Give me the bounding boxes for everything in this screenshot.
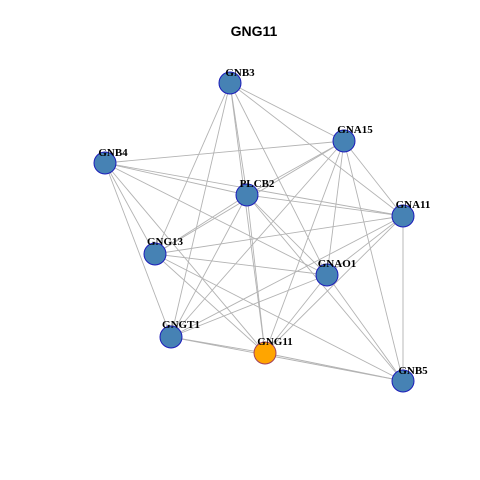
edge-gnb4-gna15	[104, 140, 345, 164]
node-label: GNB4	[98, 147, 128, 159]
edge-gna15-gnb5	[343, 140, 404, 382]
node-circle	[143, 242, 167, 266]
node-label: PLCB2	[240, 178, 275, 190]
node-circle	[391, 204, 415, 228]
edges-layer	[104, 82, 404, 382]
node-gna11: GNA11	[391, 199, 431, 228]
node-gng13: GNG13	[143, 236, 184, 266]
edge-gngt1-gnb5	[170, 336, 404, 382]
edge-gna15-gna11	[343, 140, 404, 217]
node-label: GNGT1	[162, 319, 200, 331]
edge-gnao1-gngt1	[170, 274, 328, 338]
edge-gnb3-gnao1	[229, 82, 328, 276]
edge-plcb2-gngt1	[170, 194, 248, 338]
node-label: GNB3	[225, 67, 255, 79]
node-gna15: GNA15	[332, 124, 373, 153]
edge-gna15-gng11	[264, 140, 345, 354]
node-circle	[159, 325, 183, 349]
node-circle	[93, 151, 117, 175]
edge-gng13-gnb5	[154, 253, 404, 382]
edge-gnb3-gna15	[229, 82, 345, 142]
edge-gna11-gng13	[154, 215, 404, 255]
edge-gnb3-gngt1	[170, 82, 231, 338]
node-gnao1: GNAO1	[315, 258, 357, 287]
edge-gna11-gngt1	[170, 215, 404, 338]
edge-gna15-gnao1	[326, 140, 345, 276]
edge-plcb2-gnao1	[246, 194, 328, 276]
node-circle	[332, 129, 356, 153]
nodes-layer: GNB3GNA15GNB4PLCB2GNA11GNG13GNAO1GNGT1GN…	[93, 67, 431, 393]
node-circle	[391, 369, 415, 393]
node-label: GNB5	[398, 365, 428, 377]
node-gng11: GNG11	[253, 336, 293, 365]
edge-gnao1-gng11	[264, 274, 328, 354]
edge-gnb4-gng13	[104, 162, 156, 255]
node-plcb2: PLCB2	[235, 178, 275, 207]
edge-plcb2-gnb5	[246, 194, 404, 382]
edge-gng13-gnao1	[154, 253, 328, 276]
node-gnb4: GNB4	[93, 147, 128, 175]
node-circle	[315, 263, 339, 287]
edge-plcb2-gna11	[246, 194, 404, 217]
edge-gna15-gngt1	[170, 140, 345, 338]
node-circle	[235, 183, 259, 207]
edge-gnb3-gng13	[154, 82, 231, 255]
node-gnb3: GNB3	[218, 67, 255, 95]
node-label: GNAO1	[318, 258, 357, 270]
edge-gna11-gnao1	[326, 215, 404, 276]
node-label: GNA15	[337, 124, 373, 136]
node-label: GNG13	[147, 236, 184, 248]
edge-gnb4-plcb2	[104, 162, 248, 196]
edge-gnb4-gnao1	[104, 162, 328, 276]
node-label: GNG11	[257, 336, 292, 348]
node-gnb5: GNB5	[391, 365, 428, 393]
edge-gnao1-gnb5	[326, 274, 404, 382]
edge-gna15-plcb2	[246, 140, 345, 196]
edge-gnb3-gng11	[229, 82, 266, 354]
node-circle	[218, 71, 242, 95]
edge-gng11-gnb5	[264, 352, 404, 382]
edge-gng13-gng11	[154, 253, 266, 354]
edge-plcb2-gng13	[154, 194, 248, 255]
edge-plcb2-gng11	[246, 194, 266, 354]
node-circle	[253, 341, 277, 365]
edge-gnb3-gna11	[229, 82, 404, 217]
node-gngt1: GNGT1	[159, 319, 200, 349]
node-label: GNA11	[396, 199, 431, 211]
graph-title: GNG11	[231, 23, 278, 39]
edge-gnb4-gngt1	[104, 162, 172, 338]
